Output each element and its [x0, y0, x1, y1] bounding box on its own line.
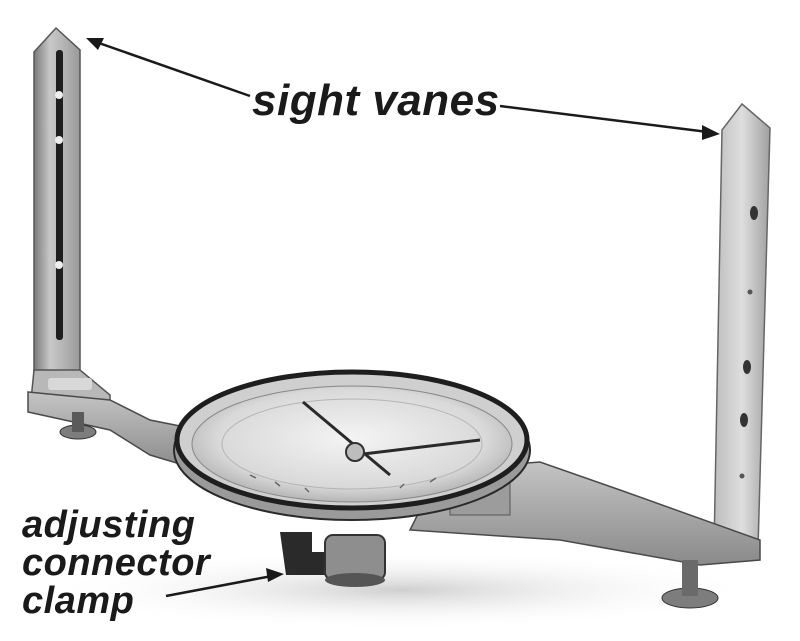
compass-dial: [173, 369, 531, 521]
sight-line: [354, 438, 481, 457]
arrow-clamp: [165, 574, 273, 598]
sight-vanes-label: sight vanes: [252, 76, 500, 125]
clamp-label-line3: clamp: [22, 580, 135, 622]
arrow-right-vane: [499, 104, 709, 134]
left-sight-vane: [29, 26, 111, 411]
compass-needle: [302, 400, 391, 477]
arrow-left-vane: [95, 40, 251, 98]
adjusting-connector-clamp: [280, 532, 386, 587]
clamp-label: adjusting connector clamp: [22, 506, 210, 620]
needle-pivot: [345, 442, 365, 462]
clamp-label-line1: adjusting: [22, 504, 196, 546]
annotation-arrows: [86, 38, 720, 598]
clamp-label-line2: connector: [22, 542, 211, 584]
ground-shadow: [40, 550, 760, 630]
right-sight-vane: [713, 102, 771, 549]
